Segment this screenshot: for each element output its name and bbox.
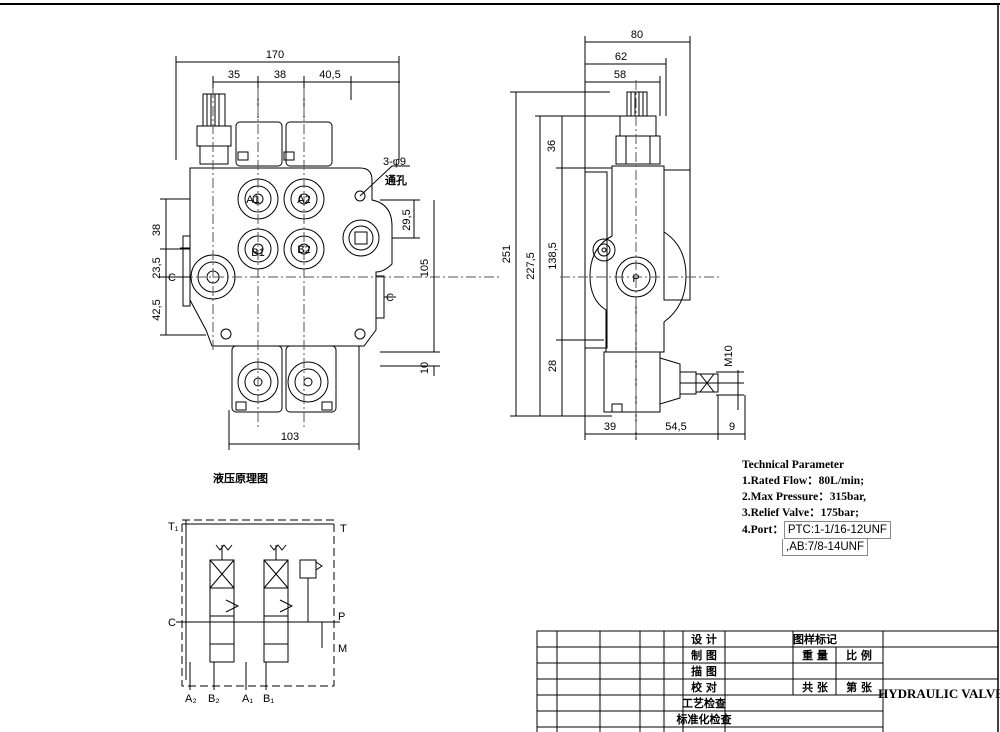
dim-28: 28 [547, 360, 559, 372]
dim-138-5: 138,5 [547, 242, 559, 270]
tech-port-label: 4.Port： [742, 524, 784, 536]
dim-251: 251 [501, 245, 513, 263]
tech-flow: 1.Rated Flow：80L/min; [742, 475, 865, 487]
tech-port-row: 4.Port：PTC:1-1/16-12UNF [742, 521, 942, 539]
dim-227-5: 227,5 [525, 252, 537, 280]
tb-draw: 制 图 [691, 648, 717, 662]
tech-relief: 3.Relief Valve：175bar; [742, 507, 859, 519]
tb-design: 设 计 [691, 632, 717, 646]
dim-38: 38 [274, 69, 286, 81]
tech-heading: Technical Parameter [742, 459, 845, 471]
dim-58: 58 [614, 69, 626, 81]
tb-sheet-no: 第 张 [846, 680, 873, 694]
dim-54-5: 54,5 [665, 421, 686, 433]
front-view [160, 56, 500, 450]
tb-trace: 描 图 [691, 664, 717, 678]
dim-9: 9 [729, 421, 735, 433]
schem-t: T [340, 523, 347, 535]
dim-36: 36 [546, 140, 558, 152]
schem-a1: A₁ [242, 693, 253, 705]
tb-product-name: HYDRAULIC VALVE [878, 686, 1000, 701]
tb-process: 工艺检查 [682, 696, 726, 710]
dim-80: 80 [631, 29, 643, 41]
tech-pressure: 2.Max Pressure：315bar, [742, 491, 867, 503]
schem-p: P [338, 611, 345, 623]
schem-c: C [168, 617, 176, 629]
port-b1: B1 [251, 247, 264, 259]
dim-29-5: 29,5 [401, 209, 413, 230]
port-c-left: C [168, 272, 176, 284]
tb-check: 校 对 [691, 680, 717, 694]
schem-b1: B₁ [263, 693, 274, 705]
side-view [510, 36, 746, 440]
schem-a2: A₂ [185, 693, 197, 705]
tech-port-ptc: PTC:1-1/16-12UNF [783, 521, 891, 539]
tb-standard: 标准化检查 [676, 712, 732, 726]
dim-35: 35 [228, 69, 240, 81]
dim-10: 10 [419, 362, 431, 374]
tb-mark: 图样标记 [793, 632, 837, 646]
schem-b2: B₂ [208, 693, 220, 705]
dim-170: 170 [266, 49, 284, 61]
dim-105: 105 [419, 259, 431, 277]
port-p: P [632, 273, 639, 285]
title-block [536, 630, 999, 732]
tech-port-ab: ,AB:7/8-14UNF [782, 539, 868, 556]
port-a2: A2 [297, 194, 310, 206]
tb-sheets-total: 共 张 [802, 680, 829, 694]
schem-t1: T₁ [168, 521, 179, 533]
port-c: C [386, 292, 394, 304]
tb-scale: 比 例 [846, 648, 872, 662]
dim-38-left: 38 [151, 224, 163, 236]
dim-103: 103 [281, 431, 299, 443]
port-a1: A1 [246, 194, 259, 206]
dim-40-5: 40,5 [319, 69, 340, 81]
dim-42-5: 42,5 [151, 299, 163, 320]
dim-23-5: 23,5 [151, 257, 163, 278]
hydraulic-schematic [176, 519, 340, 690]
port-b2: B2 [297, 244, 310, 256]
dim-62: 62 [615, 51, 627, 63]
schem-m: M [338, 643, 347, 655]
tech-port-row-2: ,AB:7/8-14UNF [742, 539, 942, 556]
schematic-title: 液压原理图 [213, 471, 268, 485]
technical-parameters: Technical Parameter 1.Rated Flow：80L/min… [742, 457, 942, 556]
hole-callout: 3-φ9 [383, 156, 406, 168]
tb-weight: 重 量 [802, 648, 828, 662]
thread-m10: M10 [723, 345, 735, 366]
dim-39: 39 [604, 421, 616, 433]
through-hole-label: 通孔 [385, 174, 407, 187]
